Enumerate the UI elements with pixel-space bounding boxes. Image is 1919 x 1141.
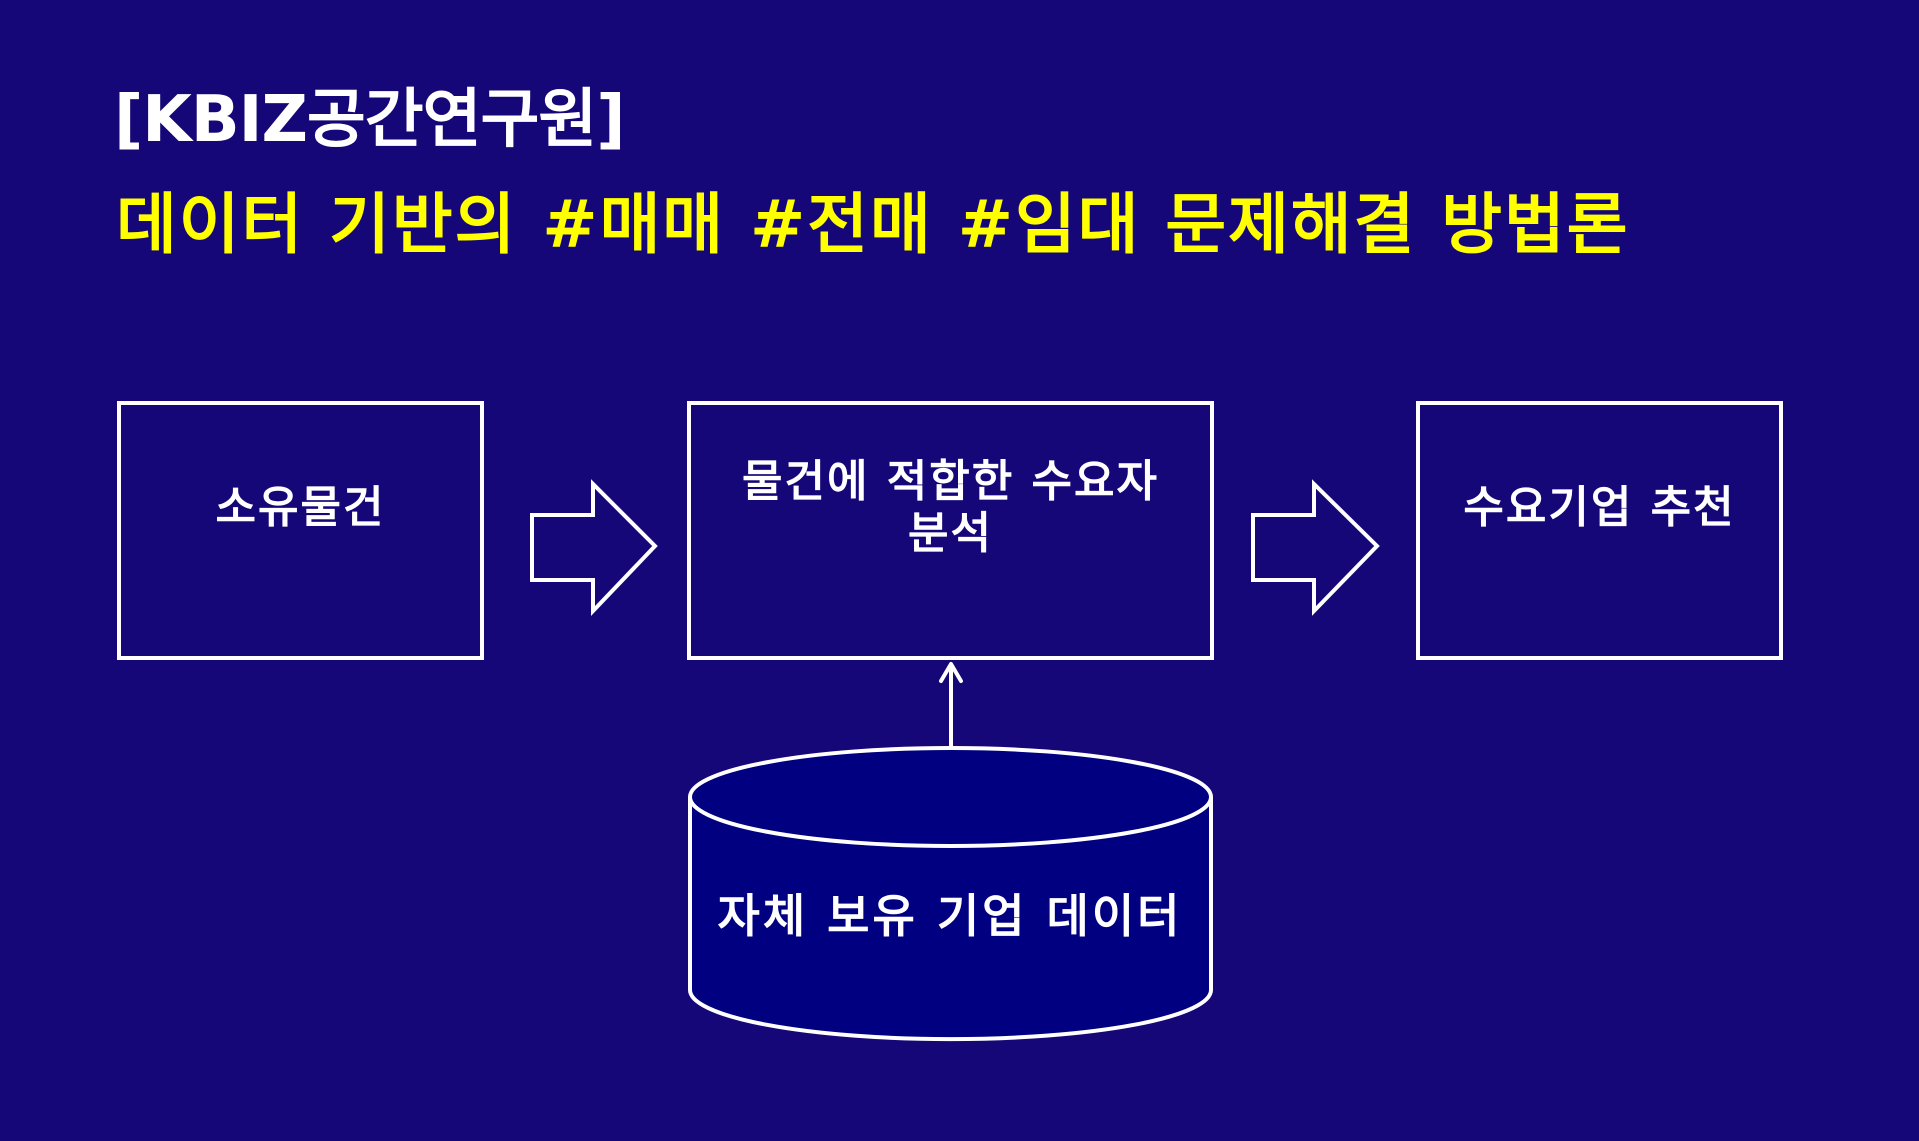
page-title: [KBIZ공간연구원] xyxy=(114,83,625,157)
step-company-recommendation: 수요기업 추천 xyxy=(1416,401,1783,660)
step-label: 수요기업 추천 xyxy=(1463,481,1736,533)
database-label: 자체 보유 기업 데이터 xyxy=(717,889,1183,943)
block-arrow-right-icon xyxy=(530,479,658,616)
arrowhead-up-icon xyxy=(939,662,963,683)
step-demand-analysis: 물건에 적합한 수요자 분석 xyxy=(687,401,1214,660)
page-subtitle: 데이터 기반의 #매매 #전매 #임대 문제해결 방법론 xyxy=(116,186,1630,263)
step-label: 물건에 적합한 수요자 분석 xyxy=(742,455,1159,559)
step-owned-property: 소유물건 xyxy=(117,401,484,660)
database-cylinder-top xyxy=(688,746,1213,848)
step-label: 소유물건 xyxy=(215,481,386,533)
block-arrow-right-icon xyxy=(1251,479,1380,616)
